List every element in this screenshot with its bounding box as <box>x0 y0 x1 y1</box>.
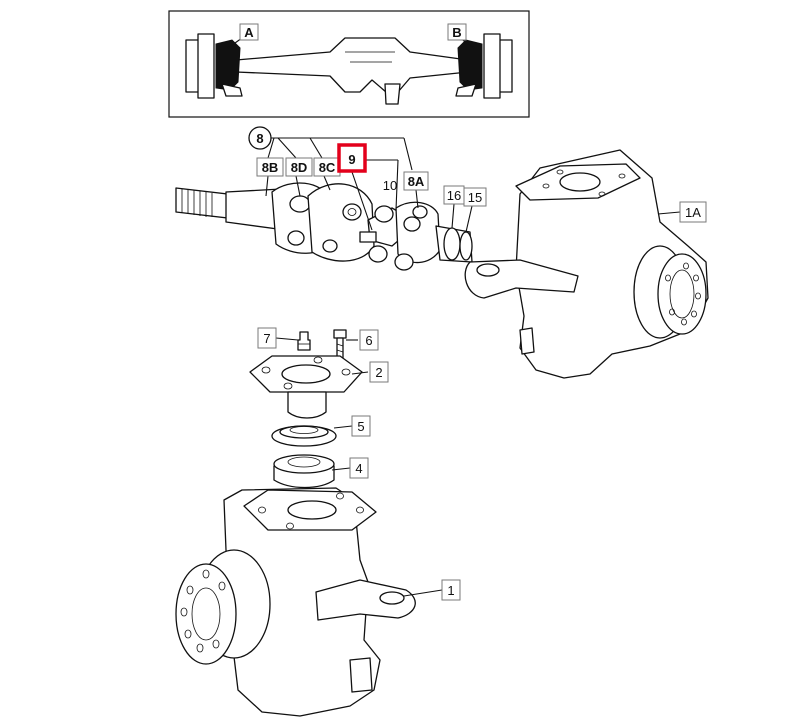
callout-8d-box <box>285 157 313 177</box>
callout-15-box <box>463 187 487 207</box>
callout-8b-box <box>256 157 284 177</box>
callout-6-box <box>359 329 379 351</box>
label-b-box <box>447 23 467 41</box>
callout-5: 5 <box>357 419 364 434</box>
callout-8: 8 <box>256 131 263 146</box>
callout-5-box <box>351 415 371 437</box>
axle-overview-inset: A B <box>168 10 530 118</box>
callout-8a: 8A <box>408 174 425 189</box>
callout-8c: 8C <box>319 160 336 175</box>
callout-1-box <box>441 579 461 601</box>
callout-4: 4 <box>355 461 362 476</box>
callout-8a-box <box>403 171 429 191</box>
leader-lines <box>265 137 681 597</box>
label-b: B <box>452 25 461 40</box>
label-a-box <box>239 23 259 41</box>
callout-7: 7 <box>263 331 270 346</box>
callout-8d: 8D <box>291 160 308 175</box>
drive-shaft-assembly <box>175 182 473 271</box>
callout-8b: 8B <box>262 160 279 175</box>
callouts: 8 8B 8D 8C 9 10 8A 16 15 1A 7 6 2 5 4 1 <box>248 126 707 601</box>
steering-knuckle-1a <box>464 149 709 379</box>
callout-9-highlight-box <box>337 143 367 173</box>
callout-4-box <box>349 457 369 479</box>
callout-8-circle <box>248 126 272 150</box>
callout-15: 15 <box>468 190 482 205</box>
kingpin-small-parts <box>249 329 363 489</box>
callout-9: 9 <box>348 152 355 167</box>
callout-6: 6 <box>365 333 372 348</box>
callout-1a-box <box>679 201 707 223</box>
callout-1: 1 <box>447 583 454 598</box>
label-a: A <box>244 25 254 40</box>
steering-knuckle-1 <box>175 487 416 717</box>
callout-16: 16 <box>447 188 461 203</box>
callout-2-box <box>369 361 389 383</box>
callout-1a: 1A <box>685 205 701 220</box>
callout-2: 2 <box>375 365 382 380</box>
callout-10: 10 <box>383 178 397 193</box>
callout-7-box <box>257 327 277 349</box>
